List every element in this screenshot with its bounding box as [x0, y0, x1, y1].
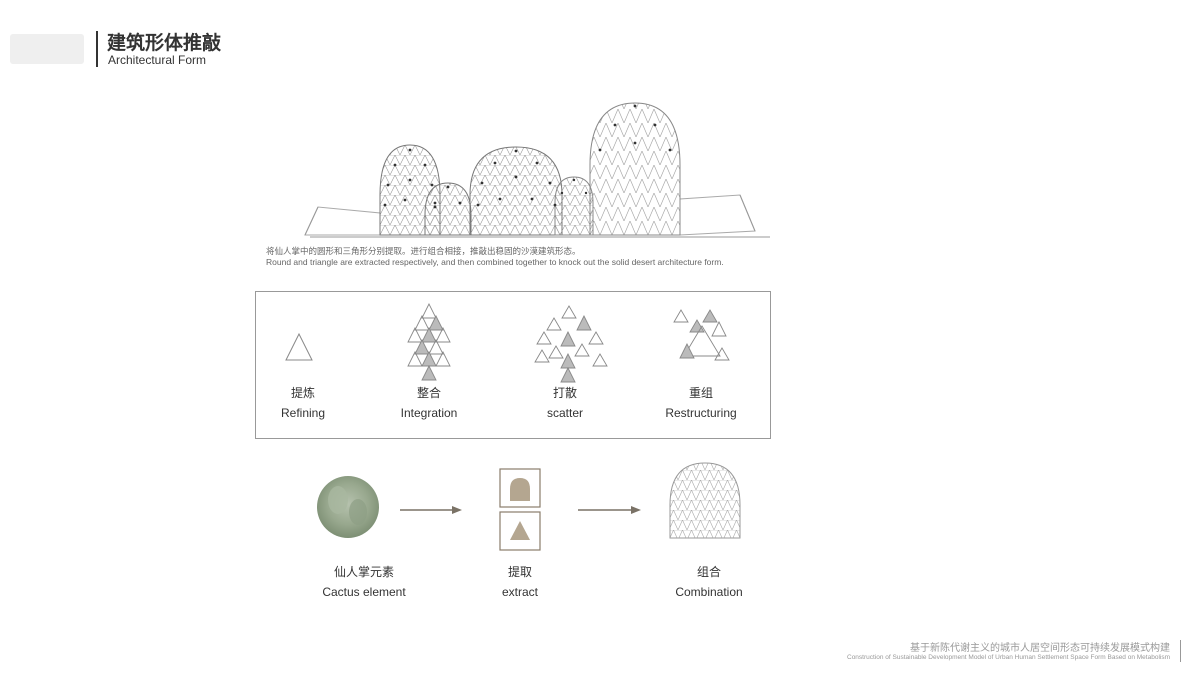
- triangle-shape-icon: [510, 521, 530, 540]
- caption-zh: 将仙人掌中的圆形和三角形分别提取。进行组合相接，推敲出稳固的沙漠建筑形态。: [266, 247, 581, 257]
- cactus-element-image: [317, 476, 379, 538]
- architecture-hero-drawing: [304, 102, 770, 238]
- flow-extract-zh: 提取: [507, 565, 532, 579]
- flow-diagram: [317, 462, 741, 551]
- flow-extract-en: extract: [501, 585, 538, 599]
- flow-combination-en: Combination: [675, 585, 743, 599]
- step-refining-zh: 提炼: [290, 386, 315, 400]
- form-steps-panel: 提炼 Refining 整合 Integration 打散 scatter 重组…: [255, 291, 771, 439]
- step-restructuring-en: Restructuring: [665, 406, 737, 420]
- title-divider: [96, 31, 98, 67]
- footer-divider: [1180, 640, 1181, 662]
- refining-triangle-icon: [285, 332, 313, 361]
- restructuring-triangles-icon: [673, 309, 730, 361]
- step-restructuring-zh: 重组: [688, 386, 713, 400]
- arrow-right-icon: [578, 506, 641, 514]
- flow-combination: 组合 Combination: [639, 563, 779, 599]
- combination-dome-drawing: [669, 462, 741, 539]
- flow-cactus-zh: 仙人掌元素: [333, 565, 394, 579]
- step-refining-en: Refining: [280, 406, 326, 420]
- flow-cactus: 仙人掌元素 Cactus element: [294, 563, 434, 599]
- step-integration-en: Integration: [400, 406, 458, 420]
- round-shape-icon: [510, 478, 530, 501]
- arrow-right-icon: [400, 506, 462, 514]
- flow-cactus-en: Cactus element: [322, 585, 406, 599]
- step-scatter-zh: 打散: [552, 386, 577, 400]
- header-tag: [10, 34, 84, 64]
- step-restructuring: 重组 Restructuring: [636, 384, 766, 420]
- footer-title-zh: 基于新陈代谢主义的城市人居空间形态可持续发展模式构建: [910, 643, 1170, 654]
- flow-combination-zh: 组合: [696, 565, 721, 579]
- flow-extract: 提取 extract: [450, 563, 590, 599]
- page-title: 建筑形体推敲: [107, 32, 222, 54]
- step-integration-zh: 整合: [416, 386, 441, 400]
- steps-icons: [285, 302, 730, 383]
- step-refining: 提炼 Refining: [238, 384, 368, 420]
- step-integration: 整合 Integration: [364, 384, 494, 420]
- step-scatter: 打散 scatter: [500, 384, 630, 420]
- integration-triangles-icon: [407, 302, 451, 381]
- footer-title-en: Construction of Sustainable Development …: [847, 654, 1170, 661]
- step-scatter-en: scatter: [546, 406, 583, 420]
- scatter-triangles-icon: [534, 305, 608, 383]
- caption-en: Round and triangle are extracted respect…: [266, 257, 724, 267]
- page-subtitle: Architectural Form: [108, 53, 207, 67]
